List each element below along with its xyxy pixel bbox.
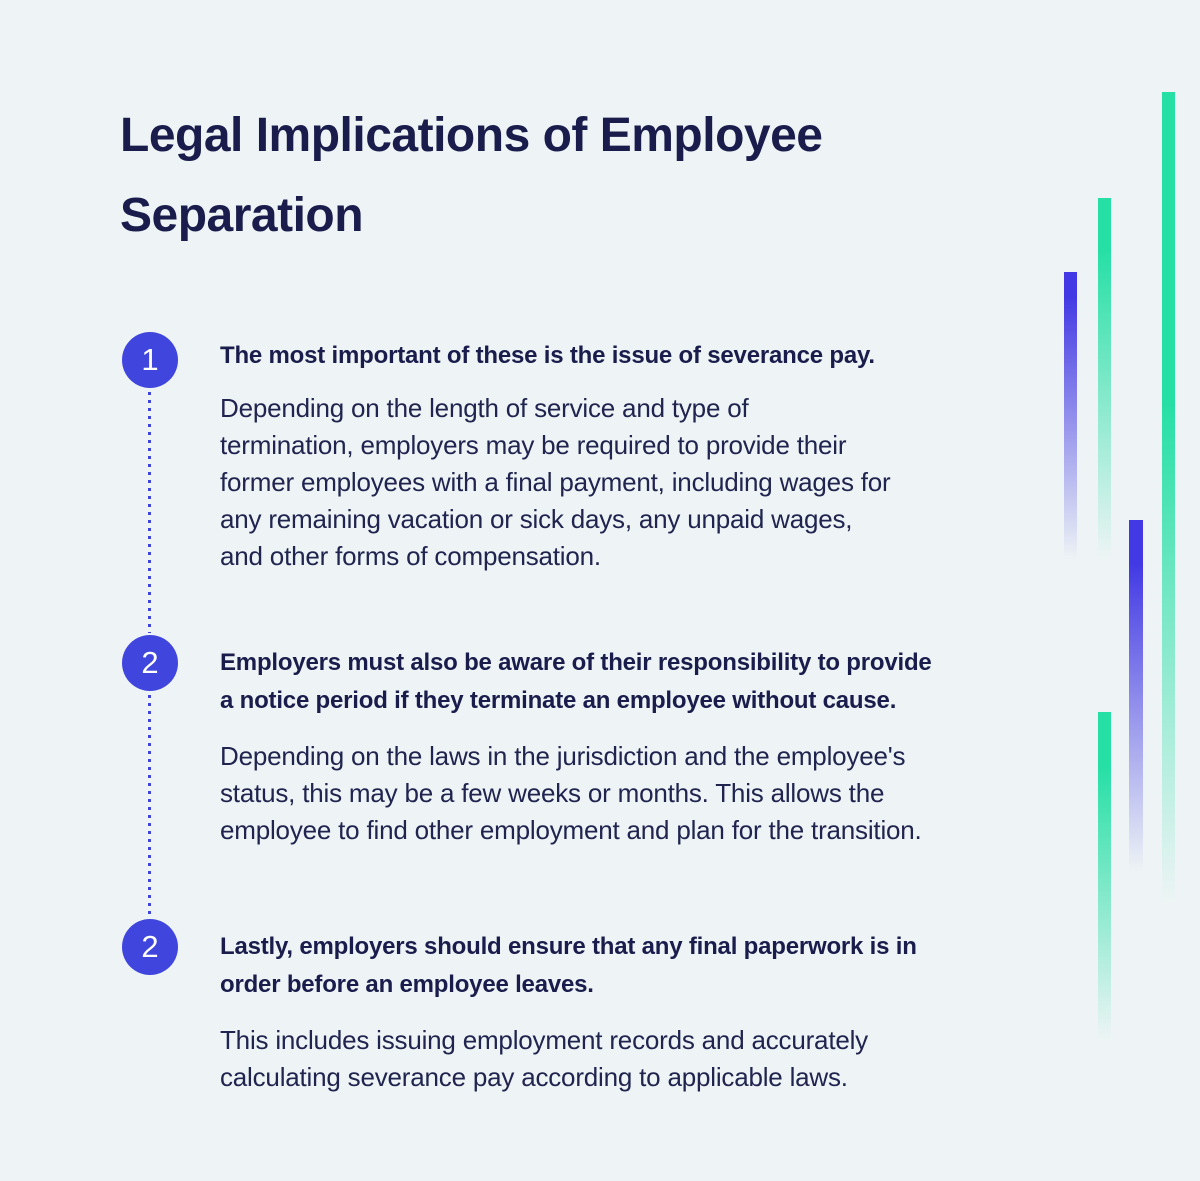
step-number-2: 2 [141, 645, 159, 680]
decorative-bar-blue-lower [1129, 520, 1143, 872]
timeline-dotted-connector-1 [148, 392, 151, 633]
decorative-bar-blue-upper [1064, 272, 1077, 560]
step-body-3: This includes issuing employment records… [220, 1025, 868, 1092]
step-heading-1: The most important of these is the issue… [220, 342, 875, 369]
page-title: Legal Implications of Employee Separatio… [120, 109, 823, 242]
decorative-bar-green-mid [1098, 198, 1111, 560]
step-number-badge-2: 2 [122, 635, 178, 691]
decorative-bar-green-low [1098, 712, 1111, 1042]
step-number-1: 1 [141, 342, 159, 377]
timeline-dotted-connector-2 [148, 695, 151, 916]
step-number-3: 2 [141, 929, 159, 964]
decorative-bar-green-tall [1162, 92, 1175, 905]
step-number-badge-3: 2 [122, 919, 178, 975]
step-number-badge-1: 1 [122, 332, 178, 388]
step-body-2: Depending on the laws in the jurisdictio… [220, 741, 922, 845]
step-heading-3: Lastly, employers should ensure that any… [220, 933, 917, 998]
step-body-1: Depending on the length of service and t… [220, 393, 891, 571]
step-heading-2: Employers must also be aware of their re… [220, 649, 932, 714]
